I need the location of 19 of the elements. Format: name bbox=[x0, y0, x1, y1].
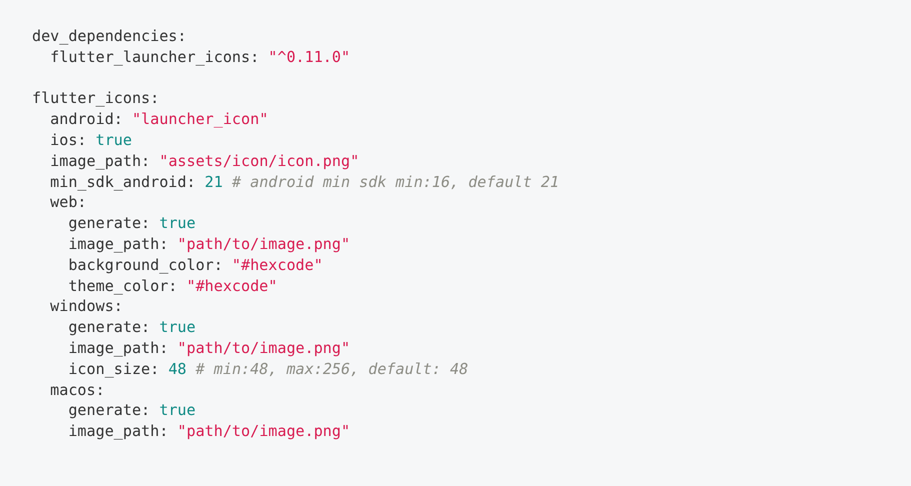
code-line: generate: true bbox=[67, 317, 196, 338]
code-line: web: bbox=[49, 192, 87, 212]
code-line: macos: bbox=[49, 380, 105, 400]
code-line: min_sdk_android: 21 # android min sdk min:16, default 21 bbox=[49, 172, 560, 192]
code-line: image_path: "assets/icon/icon.png" bbox=[49, 150, 360, 171]
code-line: android: "launcher_icon" bbox=[49, 109, 268, 130]
code-line: windows: bbox=[49, 296, 123, 316]
code-line: ios: true bbox=[49, 130, 132, 150]
code-line: flutter_icons: bbox=[32, 88, 160, 108]
code-line: image_path: "path/to/image.png" bbox=[67, 338, 350, 358]
code-line: image_path: "path/to/image.png" bbox=[67, 234, 350, 254]
code-line: dev_dependencies: bbox=[32, 26, 186, 46]
code-line: flutter_launcher_icons: "^0.11.0" bbox=[49, 46, 350, 67]
code-line: generate: true bbox=[67, 213, 196, 234]
code-line: icon_size: 48 # min:48, max:256, default: 48 bbox=[67, 358, 468, 379]
code-line: image_path: "path/to/image.png" bbox=[67, 421, 350, 442]
code-line: generate: true bbox=[67, 400, 196, 420]
code-line: theme_color: "#hexcode" bbox=[67, 276, 278, 296]
code-line: background_color: "#hexcode" bbox=[67, 254, 323, 275]
